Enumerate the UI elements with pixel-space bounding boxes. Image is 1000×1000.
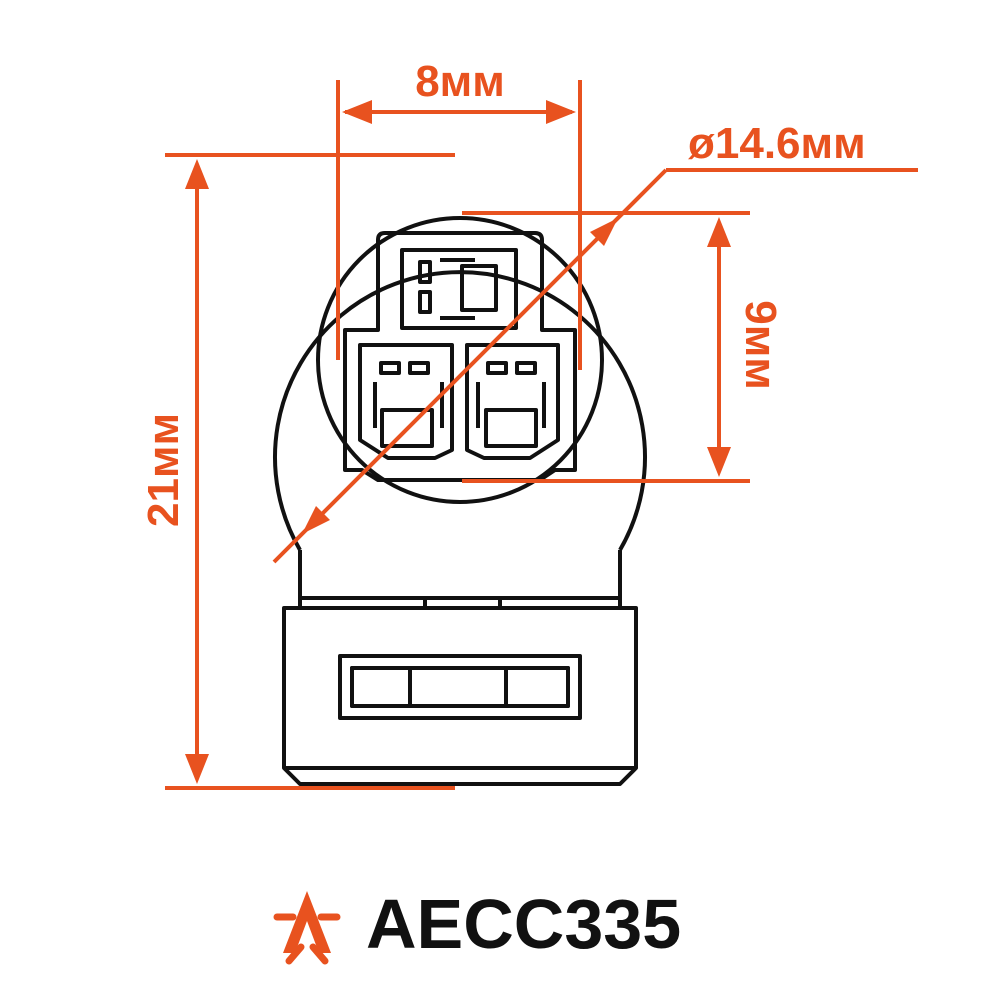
arrowhead-left: [342, 100, 372, 124]
product-code: AECC335: [366, 885, 681, 963]
arrowhead-lower: [707, 447, 731, 477]
top-terminal-slot-b: [418, 290, 432, 314]
base-body: [282, 606, 638, 786]
left-terminal-pin: [380, 408, 434, 448]
right-terminal-slot-a: [486, 361, 508, 375]
top-terminal-pin: [460, 264, 498, 312]
right-terminal-rails: [476, 382, 546, 428]
top-terminal: [400, 248, 518, 330]
connector-outline: [273, 216, 647, 786]
right-terminal-slot-b: [515, 361, 537, 375]
right-terminal-pin: [484, 408, 538, 448]
height-total-label: 21мм: [139, 413, 188, 527]
dimension-width-top: 8мм: [336, 57, 582, 370]
brand-logo: AECC335: [273, 885, 681, 965]
arrowhead-diag-upper: [590, 218, 618, 246]
left-terminal-slot-a: [379, 361, 401, 375]
top-terminal-slot-a: [418, 260, 432, 284]
arrowhead-top: [185, 159, 209, 189]
latch-tab-right: [504, 666, 570, 708]
arrowhead-bottom: [185, 754, 209, 784]
arrowhead-right: [546, 100, 576, 124]
height-right-label: 9мм: [736, 300, 785, 390]
dimension-diameter: ø14.6мм: [272, 119, 918, 564]
right-terminal: [465, 343, 560, 460]
dimension-height-right: 9мм: [462, 211, 785, 483]
top-terminal-lines: [440, 258, 475, 320]
neck: [298, 550, 622, 606]
arrowhead-upper: [707, 217, 731, 247]
left-terminal-rails: [373, 382, 444, 428]
left-terminal-slot-b: [408, 361, 430, 375]
left-terminal: [358, 343, 454, 460]
diameter-label: ø14.6мм: [688, 119, 866, 168]
a-star-logo-icon: [273, 891, 341, 965]
latch-window-inner: [350, 666, 570, 708]
dimension-height-total: 21мм: [139, 153, 455, 790]
inner-ring: [316, 216, 604, 504]
width-top-label: 8мм: [415, 57, 505, 106]
latch-window-outer: [338, 654, 582, 720]
latch-tab-left: [350, 666, 412, 708]
arrowhead-diag-lower: [302, 506, 330, 534]
